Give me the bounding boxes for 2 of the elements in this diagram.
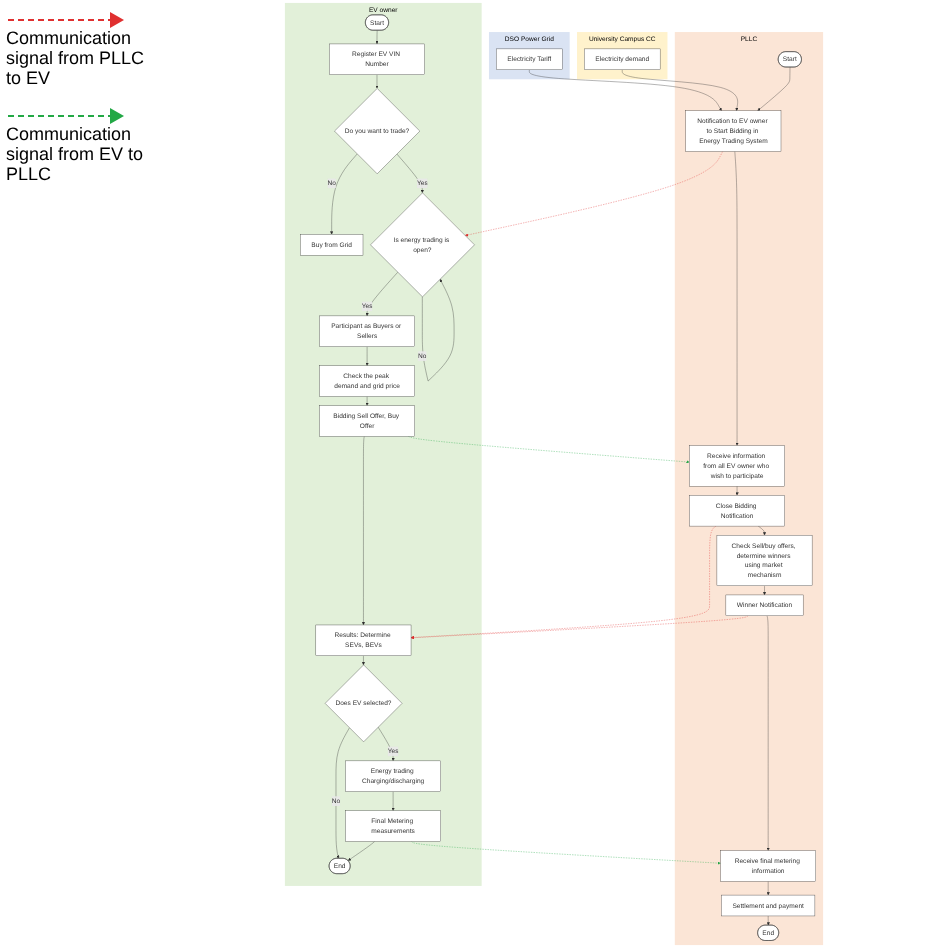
legend-text: Communication signal from EV to PLLC: [6, 124, 144, 184]
legend-text: Communication signal from PLLC to EV: [6, 28, 145, 88]
